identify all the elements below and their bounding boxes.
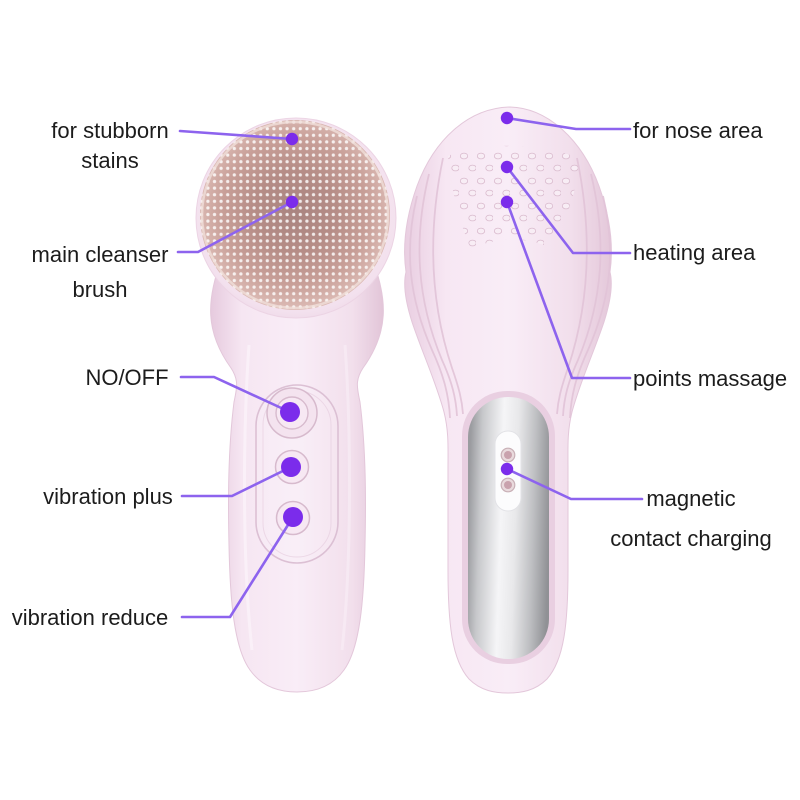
label-line: for stubborn	[51, 118, 169, 143]
callout-line-power	[179, 375, 292, 414]
charging-panel-silver	[468, 397, 549, 659]
label-points-massage: points massage	[633, 367, 787, 391]
cleanser-brush-rim	[200, 120, 390, 310]
callout-line-massage	[505, 200, 632, 380]
label-line: brush	[72, 277, 128, 302]
front-handle-highlight	[242, 344, 254, 651]
label-line: heating area	[633, 240, 756, 265]
charging-contact-bottom	[500, 477, 516, 493]
callout-line-vibration-plus	[180, 465, 293, 498]
label-line: stains	[81, 148, 139, 173]
label-no-off: NO/OFF	[47, 366, 207, 390]
label-heating-area: heating area	[633, 241, 755, 265]
callout-dot-power	[280, 402, 300, 422]
callout-line-heating	[505, 165, 632, 255]
front-handle-highlight	[340, 344, 352, 651]
label-line: NO/OFF	[85, 365, 169, 390]
callout-line-magnetic	[505, 467, 644, 501]
device-back-view	[404, 106, 612, 694]
label-magnetic-contact-charging: magnetic contact charging	[601, 479, 781, 559]
callout-line-nose	[505, 116, 632, 131]
label-line: vibration plus	[43, 484, 173, 509]
callout-dot-heating	[500, 160, 514, 174]
label-for-nose-area: for nose area	[633, 119, 763, 143]
label-for-stubborn-stains: for stubborn stains	[22, 116, 198, 176]
callout-dot-nose	[500, 111, 514, 125]
label-line: points massage	[633, 366, 788, 391]
back-side-ridges	[409, 157, 611, 419]
callout-dots	[280, 111, 514, 527]
callout-dot-vibration-reduce	[283, 507, 303, 527]
label-line: contact charging	[610, 526, 772, 551]
callout-dot-stubborn	[285, 132, 299, 146]
callout-line-cleanser	[176, 200, 294, 254]
callout-lines	[176, 116, 644, 619]
charging-contact-top	[500, 447, 516, 463]
label-vibration-reduce: vibration reduce	[10, 606, 170, 630]
points-massage-area	[448, 145, 580, 249]
callout-line-vibration-reduce	[180, 515, 295, 619]
label-line: magnetic	[646, 486, 736, 511]
cleanser-brush-bristles	[200, 120, 390, 310]
callout-dot-magnetic	[500, 462, 514, 476]
callout-dot-vibration-plus	[281, 457, 301, 477]
label-line: for nose area	[633, 118, 763, 143]
callout-line-stubborn	[178, 129, 294, 141]
label-line: vibration reduce	[11, 605, 169, 630]
label-vibration-plus: vibration plus	[28, 485, 188, 509]
callout-dot-cleanser	[285, 195, 299, 209]
callout-dot-massage	[500, 195, 514, 209]
label-main-cleanser-brush: main cleanser brush	[12, 237, 188, 307]
label-line: main cleanser	[31, 242, 169, 267]
